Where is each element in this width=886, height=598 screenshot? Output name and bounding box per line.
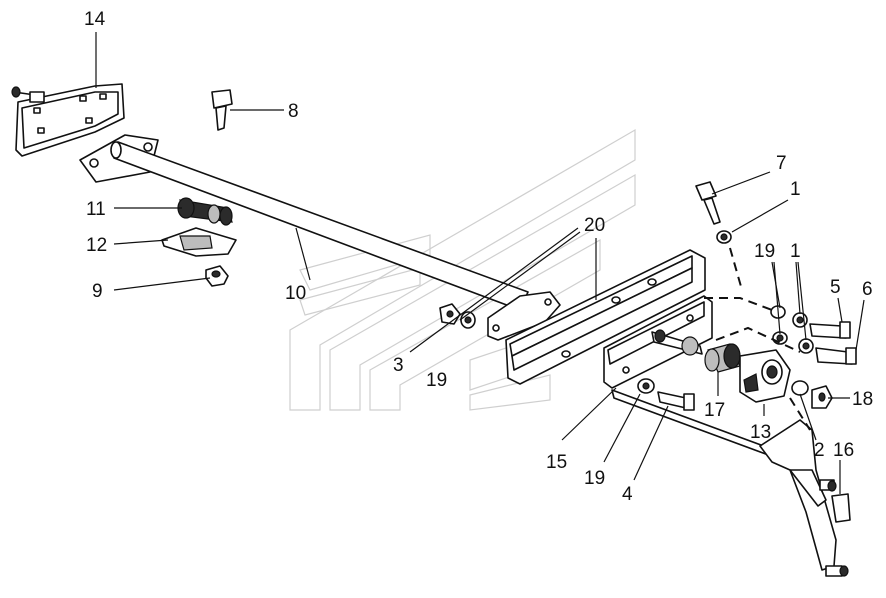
callout-13: 13	[750, 422, 771, 443]
callout-12: 12	[86, 235, 107, 256]
callout-14: 14	[84, 9, 106, 30]
callout-19-middle: 19	[426, 370, 447, 391]
part-14-bracket	[11, 83, 125, 157]
callout-4: 4	[622, 484, 633, 505]
callout-1-right: 1	[790, 241, 801, 262]
callout-19-right: 19	[754, 241, 775, 262]
part-13-bearing	[739, 349, 791, 403]
callout-20: 20	[584, 215, 605, 236]
part-2-washer	[791, 380, 809, 396]
part-11-bolt	[177, 197, 233, 226]
part-10-tube-assembly	[79, 134, 561, 341]
callout-1-upper: 1	[790, 179, 801, 200]
callout-labels: 14 8 11 12 9 10 3 19 20 7 1 19 1 5 6 18 …	[84, 9, 873, 505]
lower-link-assembly	[611, 389, 851, 577]
part-9-nut	[205, 265, 229, 287]
callout-10: 10	[285, 283, 306, 304]
callout-16: 16	[833, 440, 854, 461]
part-16-clip	[831, 493, 851, 523]
part-15-plate	[603, 295, 713, 389]
part-20-rail	[505, 249, 706, 385]
callout-19-lower: 19	[584, 468, 605, 489]
callout-6: 6	[862, 279, 873, 300]
assembly-lines	[704, 247, 811, 431]
callout-9: 9	[92, 281, 103, 302]
callout-7: 7	[776, 153, 787, 174]
part-4-bolt-group	[637, 378, 695, 411]
callout-15: 15	[546, 452, 567, 473]
callout-2: 2	[814, 440, 825, 461]
part-8-bolt	[211, 89, 233, 131]
callout-11: 11	[86, 199, 106, 220]
callout-8: 8	[288, 101, 299, 122]
part-7-bolt	[695, 181, 721, 225]
part-17-bushing	[704, 343, 741, 373]
callout-3: 3	[393, 355, 404, 376]
callout-5: 5	[830, 277, 841, 298]
part-1-washer-upper	[716, 230, 732, 244]
part-12-clamp	[161, 227, 237, 257]
leader-lines	[95, 32, 865, 494]
right-hardware-group	[770, 305, 857, 409]
callout-17: 17	[704, 400, 725, 421]
callout-18: 18	[852, 389, 873, 410]
